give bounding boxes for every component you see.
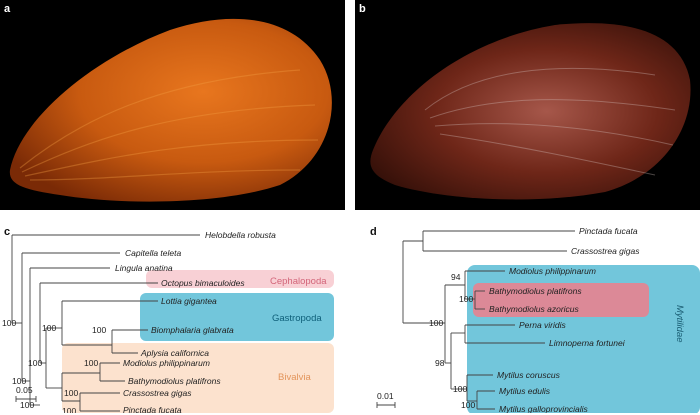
taxon-c-pinctada: Pinctada fucata — [123, 405, 182, 413]
bootstrap-c-4: 100 — [28, 358, 42, 368]
panel-letter-d: d — [370, 226, 377, 238]
scale-value-d: 0.01 — [377, 391, 394, 401]
clade-box-cephalopoda — [146, 270, 334, 288]
taxon-c-lingula: Lingula anatina — [115, 263, 173, 273]
bootstrap-c-8: 100 — [64, 388, 78, 398]
taxon-d-mytilus-galloprovincialis: Mytilus galloprovincialis — [499, 404, 589, 413]
bootstrap-c-5: 100 — [42, 323, 56, 333]
bootstrap-c-9: 100 — [62, 406, 76, 413]
clade-label-cephalopoda: Cephalopoda — [270, 276, 327, 287]
taxon-d-perna: Perna viridis — [519, 320, 567, 330]
taxon-d-modiolus: Modiolus philippinarum — [509, 266, 596, 276]
highlight-box-bathymodiolus — [473, 283, 649, 317]
panel-letter-a: a — [4, 3, 11, 15]
tree-branches-d — [402, 230, 575, 410]
taxon-c-aplysia: Aplysia californica — [140, 348, 209, 358]
taxon-c-crassostrea: Crassostrea gigas — [123, 388, 192, 398]
bootstrap-c-6: 100 — [92, 325, 106, 335]
bootstrap-d-2: 100 — [459, 294, 473, 304]
taxon-c-capitella: Capitella teleta — [125, 248, 182, 258]
scale-bar-d — [376, 402, 396, 408]
taxon-d-bathymodiolus-azoricus: Bathymodiolus azoricus — [489, 304, 580, 314]
taxon-c-biomphalaria: Biomphalaria glabrata — [151, 325, 234, 335]
taxon-d-limnoperna: Limnoperna fortunei — [549, 338, 626, 348]
photo-panel-a — [0, 0, 345, 210]
phylogenetic-tree-c: Cephalopoda Gastropoda Bivalvia — [2, 230, 334, 413]
taxon-c-octopus: Octopus bimaculoides — [161, 278, 245, 288]
panel-letter-c: c — [4, 226, 11, 238]
bootstrap-d-6: 100 — [461, 400, 475, 410]
taxon-c-modiolus: Modiolus philippinarum — [123, 358, 210, 368]
taxon-d-pinctada: Pinctada fucata — [579, 226, 638, 236]
clade-box-gastropoda — [140, 293, 334, 341]
mussel-shell-orange — [0, 0, 345, 210]
bootstrap-c-1: 100 — [2, 318, 16, 328]
taxon-c-lottia: Lottia gigantea — [161, 296, 217, 306]
panel-letter-b: b — [359, 3, 366, 15]
taxon-c-bathymodiolus: Bathymodiolus platifrons — [128, 376, 221, 386]
bootstrap-d-1: 94 — [451, 272, 461, 282]
bootstrap-d-5: 100 — [453, 384, 467, 394]
bootstrap-c-2: 100 — [12, 376, 26, 386]
bootstrap-c-3: 100 — [20, 400, 34, 410]
bootstrap-d-4: 98 — [435, 358, 445, 368]
taxon-d-bathymodiolus-platifrons: Bathymodiolus platifrons — [489, 286, 582, 296]
taxon-c-helobdella: Helobdella robusta — [205, 230, 276, 240]
family-label-mytilidae: Mytilidae — [674, 305, 685, 343]
photo-panel-b — [355, 0, 700, 210]
clade-label-gastropoda: Gastropoda — [272, 313, 322, 324]
scale-bar-c — [15, 396, 37, 402]
bootstrap-d-3: 100 — [429, 318, 443, 328]
mussel-shell-dark — [355, 0, 700, 210]
taxon-d-crassostrea: Crassostrea gigas — [571, 246, 640, 256]
clade-label-bivalvia: Bivalvia — [278, 372, 311, 383]
tree-branches-c — [11, 234, 200, 412]
clade-box-bivalvia — [62, 343, 334, 413]
taxon-d-mytilus-edulis: Mytilus edulis — [499, 386, 551, 396]
bootstrap-c-7: 100 — [84, 358, 98, 368]
taxon-d-mytilus-coruscus: Mytilus coruscus — [497, 370, 561, 380]
scale-value-c: 0.05 — [16, 385, 33, 395]
phylogenetic-tree-d: Mytilidae Pinctada fucata Crassostrea gi… — [376, 226, 700, 413]
